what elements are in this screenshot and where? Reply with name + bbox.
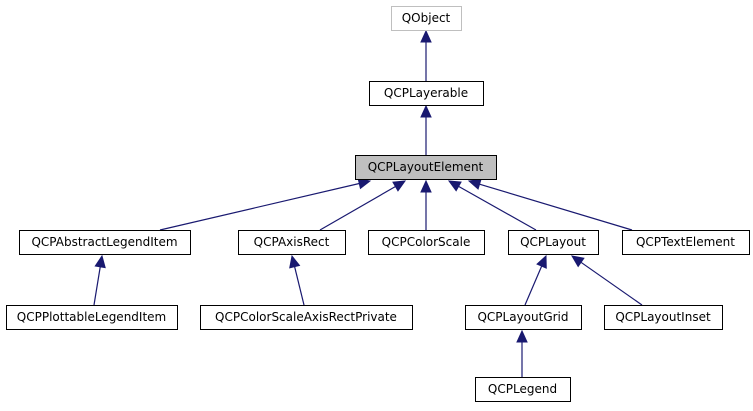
class-node-label: QCPTextElement xyxy=(636,235,735,249)
class-node-label: QCPLayout xyxy=(520,235,586,249)
edge-line xyxy=(159,182,360,231)
inheritance-edge-qcpcolorscale-to-qcplayoutelement xyxy=(420,179,432,230)
inheritance-edge-qcpabstractlegenditem-to-qcplayoutelement xyxy=(159,177,372,231)
class-node-box xyxy=(604,305,723,330)
class-node-label: QCPLayoutElement xyxy=(368,160,484,174)
class-node-box xyxy=(391,6,462,31)
class-node-qcplegend[interactable]: QCPLegend xyxy=(475,377,571,402)
edge-arrowhead xyxy=(392,180,407,192)
class-node-qcplayoutinset[interactable]: QCPLayoutInset xyxy=(604,305,723,330)
inheritance-edge-qcpaxisrect-to-qcplayoutelement xyxy=(319,180,407,231)
class-node-box xyxy=(465,305,582,330)
class-node-label: QCPLayoutInset xyxy=(615,310,711,324)
class-node-label: QCPColorScale xyxy=(382,235,471,249)
class-node-box xyxy=(355,155,497,180)
inheritance-edge-qcplayoutgrid-to-qcplayout xyxy=(524,254,547,306)
inheritance-edge-qcplegend-to-qcplayoutgrid xyxy=(516,329,528,377)
edge-arrowhead xyxy=(289,254,301,269)
class-node-label: QCPLayoutGrid xyxy=(477,310,568,324)
inheritance-edge-qcpcolorscaleaxisrectprivate-to-qcpaxisrect xyxy=(289,254,305,306)
edge-line xyxy=(524,265,543,306)
class-node-box xyxy=(200,305,413,330)
inheritance-edge-qcplayoutinset-to-qcplayout xyxy=(571,255,643,306)
inheritance-edge-qcplayoutelement-to-qcplayerable xyxy=(420,104,432,155)
edge-arrowhead xyxy=(536,254,547,269)
edge-line xyxy=(479,183,633,231)
class-node-box xyxy=(238,230,346,255)
class-node-label: QCPAbstractLegendItem xyxy=(31,235,177,249)
class-node-label: QCPLayerable xyxy=(384,86,468,100)
edge-arrowhead xyxy=(357,177,372,190)
edge-arrowhead xyxy=(571,255,585,268)
class-node-qcplayoutgrid[interactable]: QCPLayoutGrid xyxy=(465,305,582,330)
inheritance-edges xyxy=(93,29,643,377)
edge-line xyxy=(93,266,101,306)
edge-line xyxy=(458,185,537,231)
class-node-box xyxy=(475,377,571,402)
class-node-qcpabstractlegenditem[interactable]: QCPAbstractLegendItem xyxy=(19,230,191,255)
edge-arrowhead xyxy=(447,180,462,192)
inheritance-edge-qcpplottablelegenditem-to-qcpabstractlegenditem xyxy=(93,254,106,306)
edge-arrowhead xyxy=(420,179,432,193)
edge-arrowhead xyxy=(420,104,432,118)
class-node-box xyxy=(369,81,484,106)
class-node-box xyxy=(6,305,178,330)
edge-arrowhead xyxy=(467,178,482,190)
class-node-qcplayoutelement[interactable]: QCPLayoutElement xyxy=(355,155,497,180)
edge-arrowhead xyxy=(420,29,432,43)
class-node-qcpplottablelegenditem[interactable]: QCPPlottableLegendItem xyxy=(6,305,178,330)
class-node-label: QCPColorScaleAxisRectPrivate xyxy=(215,310,397,324)
class-node-label: QCPLegend xyxy=(488,382,557,396)
edge-arrowhead xyxy=(94,254,106,269)
class-node-box xyxy=(368,230,485,255)
class-node-qcplayerable[interactable]: QCPLayerable xyxy=(369,81,484,106)
class-node-qcpcolorscaleaxisrectprivate[interactable]: QCPColorScaleAxisRectPrivate xyxy=(200,305,413,330)
class-node-qcplayout[interactable]: QCPLayout xyxy=(508,230,599,255)
class-node-label: QCPPlottableLegendItem xyxy=(17,310,166,324)
inheritance-edge-qcptextelement-to-qcplayoutelement xyxy=(467,178,633,231)
class-node-label: QObject xyxy=(402,11,451,25)
class-node-qobject[interactable]: QObject xyxy=(391,6,462,31)
class-node-qcpaxisrect[interactable]: QCPAxisRect xyxy=(238,230,346,255)
class-node-qcpcolorscale[interactable]: QCPColorScale xyxy=(368,230,485,255)
edge-line xyxy=(319,185,396,231)
inheritance-edge-qcplayerable-to-qobject xyxy=(420,29,432,81)
edge-arrowhead xyxy=(516,329,528,343)
class-node-label: QCPAxisRect xyxy=(254,235,330,249)
edge-line xyxy=(294,266,305,306)
class-node-box xyxy=(19,230,191,255)
class-node-qcptextelement[interactable]: QCPTextElement xyxy=(622,230,750,255)
edge-line xyxy=(580,261,643,306)
class-node-box xyxy=(508,230,599,255)
class-node-box xyxy=(622,230,750,255)
inheritance-edge-qcplayout-to-qcplayoutelement xyxy=(447,180,537,231)
class-nodes: QObjectQCPLayerableQCPLayoutElementQCPAb… xyxy=(6,6,750,402)
